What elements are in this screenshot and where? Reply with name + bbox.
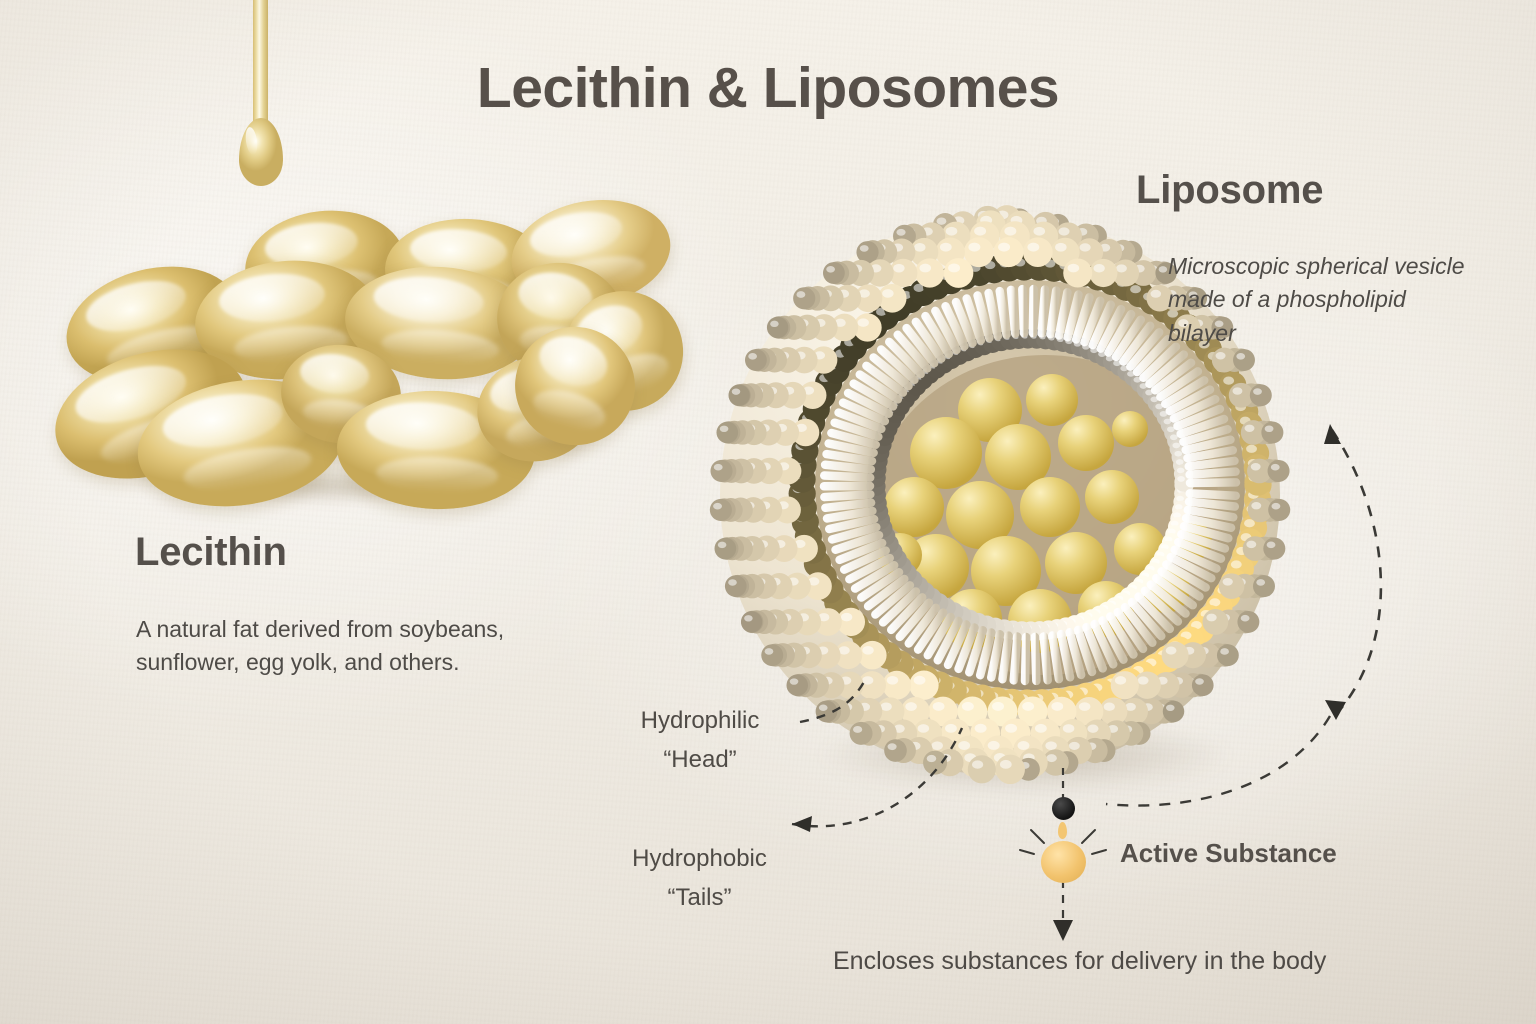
liposome-description: Microscopic spherical vesicle made of a … <box>1168 253 1465 346</box>
capsule-highlight <box>527 205 626 263</box>
active-substance-marker <box>1041 841 1086 883</box>
lecithin-description: A natural fat derived from soybeans, sun… <box>136 616 505 676</box>
liposome-heading: Liposome <box>1136 168 1324 212</box>
capsule-highlight <box>371 273 485 326</box>
oil-stream-icon <box>253 0 268 130</box>
active-substance-label: Active Substance <box>1120 838 1337 868</box>
cutaway-liposome-illustration <box>709 205 1291 785</box>
capsule-highlight <box>533 328 614 394</box>
capsule-highlight <box>375 455 500 495</box>
capsule-highlight <box>180 439 314 497</box>
active-substance-seed-marker <box>1058 822 1067 839</box>
hydrophilic-label-line1: Hydrophilic <box>640 707 760 734</box>
softgel-capsule-pile <box>39 187 699 521</box>
hydrophilic-label: Hydrophilic “Head” <box>600 702 800 780</box>
capsule-highlight <box>364 400 482 452</box>
capsule-highlight <box>216 269 328 326</box>
lecithin-heading: Lecithin <box>135 530 287 574</box>
page-title: Lecithin & Liposomes <box>476 56 1060 120</box>
capsule-highlight <box>528 382 610 438</box>
oil-droplet-icon <box>239 118 283 186</box>
hydrophilic-head-marker <box>1052 797 1075 820</box>
hydrophobic-label-line1: Hydrophobic <box>632 845 767 872</box>
hydrophilic-label-line2: “Head” <box>663 745 737 773</box>
capsule-highlight <box>380 325 501 368</box>
bottom-caption: Encloses substances for delivery in the … <box>833 947 1327 975</box>
phospholipid-tails <box>819 284 1241 686</box>
capsule-highlight <box>298 350 372 397</box>
outer-head-beads <box>709 205 1291 785</box>
hydrophobic-label-line2: “Tails” <box>667 883 732 911</box>
hydrophobic-label: Hydrophobic “Tails” <box>592 840 807 918</box>
